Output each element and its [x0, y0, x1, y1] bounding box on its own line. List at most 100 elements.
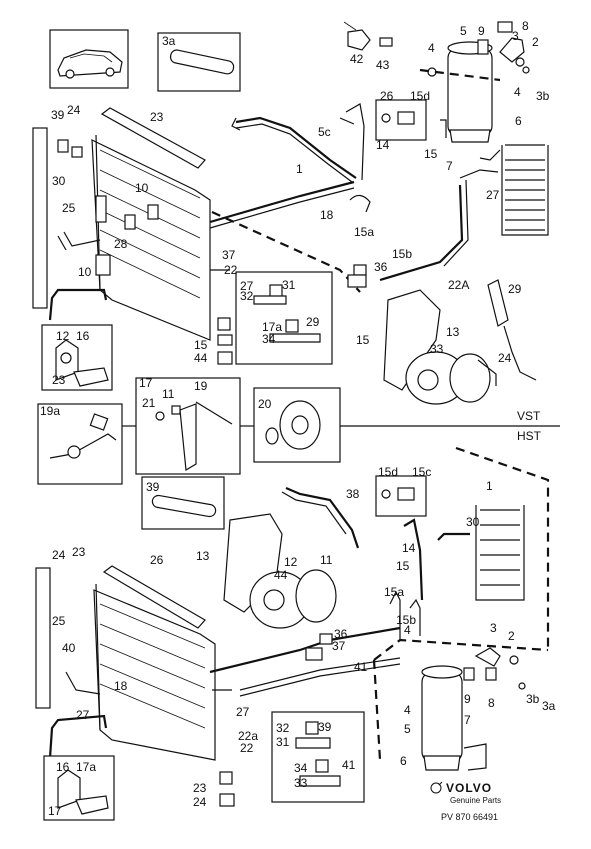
- callout-lower-17: 2: [508, 629, 515, 643]
- diagram-code: PV 870 66491: [441, 812, 498, 822]
- callout-lower-27: 27: [236, 705, 250, 719]
- callout-lower-7: 12: [284, 555, 298, 569]
- callout-upper-49: 23: [52, 373, 66, 387]
- pulley-box-45: [253, 387, 341, 463]
- callout-lower-16: 3: [490, 621, 497, 635]
- callout-lower-3: 15c: [412, 465, 431, 479]
- callout-upper-40: 15: [356, 333, 370, 347]
- callout-upper-30: 36: [374, 260, 388, 274]
- callout-lower-15: 4: [404, 623, 411, 637]
- callout-upper-33: 22A: [448, 278, 469, 292]
- evaporator-lower: [475, 505, 525, 601]
- callout-upper-45: 34: [262, 332, 276, 346]
- brand-name: VOLVO: [446, 781, 492, 795]
- callout-upper-1: 43: [376, 58, 390, 72]
- switches-upper: [427, 21, 530, 77]
- callout-lower-19: 15a: [384, 585, 404, 599]
- callout-lower-14: 15: [396, 559, 410, 573]
- bracket-16-17-inset: [41, 324, 113, 391]
- callout-upper-5: 4: [428, 41, 435, 55]
- compressor-lower: [223, 513, 337, 629]
- callout-lower-39: 32: [276, 721, 290, 735]
- callout-upper-0: 42: [350, 52, 364, 66]
- callout-lower-35: 5: [404, 722, 411, 736]
- callout-lower-46: 23: [193, 781, 207, 795]
- callout-upper-31: 37: [222, 248, 236, 262]
- callout-lower-0: 39: [146, 480, 160, 494]
- bracket-box-19: [135, 377, 241, 475]
- callout-upper-43: 16: [76, 329, 90, 343]
- callout-upper-28: 15a: [354, 225, 374, 239]
- callout-upper-24: 30: [52, 174, 66, 188]
- switches-lower: [463, 647, 526, 690]
- callout-upper-36: 27: [240, 279, 254, 293]
- callout-upper-44: 17a: [262, 320, 282, 334]
- callout-upper-52: 11: [162, 387, 175, 401]
- callout-lower-34: 4: [404, 703, 411, 717]
- callout-upper-34: 29: [508, 282, 522, 296]
- callout-lower-11: 26: [150, 553, 164, 567]
- callout-lower-23: 36: [334, 627, 348, 641]
- callout-lower-18: 25: [52, 614, 66, 628]
- callout-lower-25: 41: [354, 660, 368, 674]
- volvo-logo: [430, 781, 443, 794]
- callout-upper-41: 13: [446, 325, 460, 339]
- bracket-16-17-lower-inset: [43, 755, 115, 821]
- callout-upper-20: 6: [515, 114, 522, 128]
- evaporator-upper: [479, 144, 549, 236]
- callout-lower-36: 7: [464, 713, 471, 727]
- callout-lower-41: 31: [276, 735, 290, 749]
- callout-upper-17: 14: [376, 138, 390, 152]
- hose-10-upper: [235, 116, 357, 179]
- callout-lower-43: 41: [342, 758, 356, 772]
- callout-upper-35: 10: [78, 265, 92, 279]
- callout-lower-24: 37: [332, 639, 346, 653]
- callout-lower-9: 24: [52, 548, 66, 562]
- callout-upper-3: 9: [478, 24, 485, 38]
- hose-39-lower-inset: [141, 476, 225, 530]
- callout-lower-1: 38: [346, 487, 360, 501]
- callout-upper-55: 19a: [40, 404, 60, 418]
- strip-26: [100, 107, 206, 169]
- callout-upper-16: 5c: [318, 125, 331, 139]
- callout-lower-5: 30: [466, 515, 480, 529]
- callout-upper-21: 1: [296, 162, 303, 176]
- callout-upper-11: 39: [51, 108, 65, 122]
- callout-upper-19: 7: [446, 159, 453, 173]
- callout-upper-46: 33: [430, 342, 444, 356]
- callout-lower-33: 3a: [542, 699, 556, 713]
- callout-upper-9: 3b: [536, 89, 550, 103]
- callout-upper-18: 15: [424, 147, 438, 161]
- callout-lower-31: 8: [488, 696, 495, 710]
- pipe-28: [63, 231, 101, 247]
- callout-lower-44: 33: [294, 776, 308, 790]
- bracket-22-upper: [210, 269, 233, 365]
- callout-upper-51: 17: [139, 376, 153, 390]
- callout-upper-12: 24: [67, 103, 81, 117]
- callout-lower-4: 1: [486, 479, 493, 493]
- callout-upper-14: 26: [380, 89, 394, 103]
- sensor-box-46: [37, 403, 123, 485]
- pipe-15-upper-left: [48, 288, 108, 321]
- section-label-hst: HST: [517, 429, 542, 443]
- clamp-36-37-upper: [347, 264, 367, 288]
- condenser-lower: [93, 583, 216, 761]
- callout-lower-28: 22a: [238, 729, 258, 743]
- callout-lower-40: 39: [318, 720, 332, 734]
- pipe-40: [65, 671, 101, 695]
- callout-lower-6: 13: [196, 549, 210, 563]
- pipe-15-lower: [403, 518, 424, 601]
- bracket-22-lower: [212, 689, 235, 807]
- condenser-upper: [91, 134, 211, 341]
- callout-lower-8: 11: [320, 553, 333, 567]
- callout-upper-15: 15d: [410, 89, 430, 103]
- callout-upper-47: 15: [194, 338, 208, 352]
- callout-upper-29: 15b: [392, 247, 412, 261]
- callout-lower-26: 27: [76, 708, 90, 722]
- callout-upper-22: 10: [135, 181, 149, 195]
- callout-lower-12: 44: [274, 568, 288, 582]
- car-thumbnail: [49, 29, 129, 89]
- compressor-upper: [383, 289, 497, 405]
